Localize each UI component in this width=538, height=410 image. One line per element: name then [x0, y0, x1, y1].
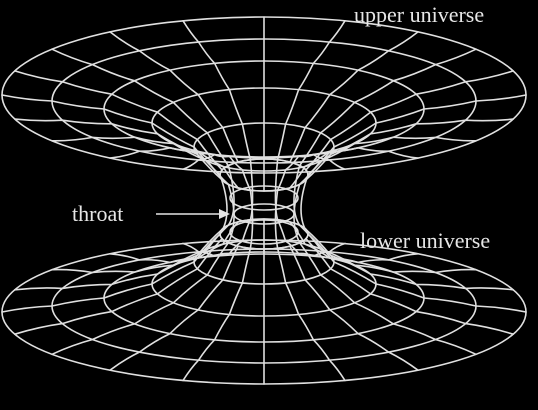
lower-spoke-6 [182, 247, 252, 382]
throat-line-9 [293, 164, 301, 226]
throat-line-2 [274, 189, 279, 250]
lower-spoke-14 [182, 218, 252, 257]
lower-universe-label: lower universe [360, 228, 490, 253]
upper-spoke-14 [182, 20, 252, 161]
upper-spoke-17 [289, 31, 419, 163]
lower-spoke-10 [1, 233, 221, 313]
lower-spoke-16 [276, 218, 346, 257]
lower-spoke-9 [14, 237, 223, 335]
upper-spoke-12 [51, 48, 230, 167]
lower-sheet-spokes [1, 218, 527, 385]
upper-spoke-9 [14, 118, 223, 181]
throat-arrow [156, 209, 230, 219]
throat-line-7 [249, 159, 254, 221]
lower-spoke-13 [109, 221, 239, 264]
throat-line-0 [300, 174, 309, 235]
upper-spoke-19 [305, 70, 514, 171]
lower-spoke-1 [305, 237, 514, 335]
throat-line-5 [219, 174, 228, 235]
lower-spoke-18 [298, 224, 477, 274]
lower-spoke-0 [307, 233, 527, 313]
upper-spoke-1 [305, 118, 514, 181]
throat-line-3 [249, 189, 254, 250]
upper-spoke-11 [14, 70, 223, 171]
lower-spoke-2 [298, 242, 477, 356]
lower-spoke-12 [51, 224, 230, 274]
lower-spoke-8 [51, 242, 230, 356]
throat-ring-1 [229, 185, 299, 211]
throat-mesh [219, 158, 309, 250]
upper-universe-label: upper universe [354, 2, 484, 27]
lower-spoke-19 [305, 228, 514, 291]
throat-label: throat [72, 201, 123, 226]
lower-spoke-7 [109, 245, 239, 371]
throat-line-4 [227, 183, 235, 244]
upper-spoke-18 [298, 48, 477, 167]
throat-line-6 [227, 164, 235, 226]
throat-ring-3 [229, 219, 299, 245]
upper-spoke-10 [1, 94, 221, 176]
throat-line-8 [274, 159, 279, 221]
upper-spoke-13 [109, 31, 239, 163]
upper-sheet-spokes [1, 16, 527, 192]
upper-spoke-0 [307, 94, 527, 176]
upper-spoke-2 [298, 136, 477, 186]
throat-line-1 [293, 183, 301, 244]
lower-spoke-4 [276, 247, 346, 382]
upper-spoke-16 [276, 20, 346, 161]
lower-spoke-3 [289, 245, 419, 371]
